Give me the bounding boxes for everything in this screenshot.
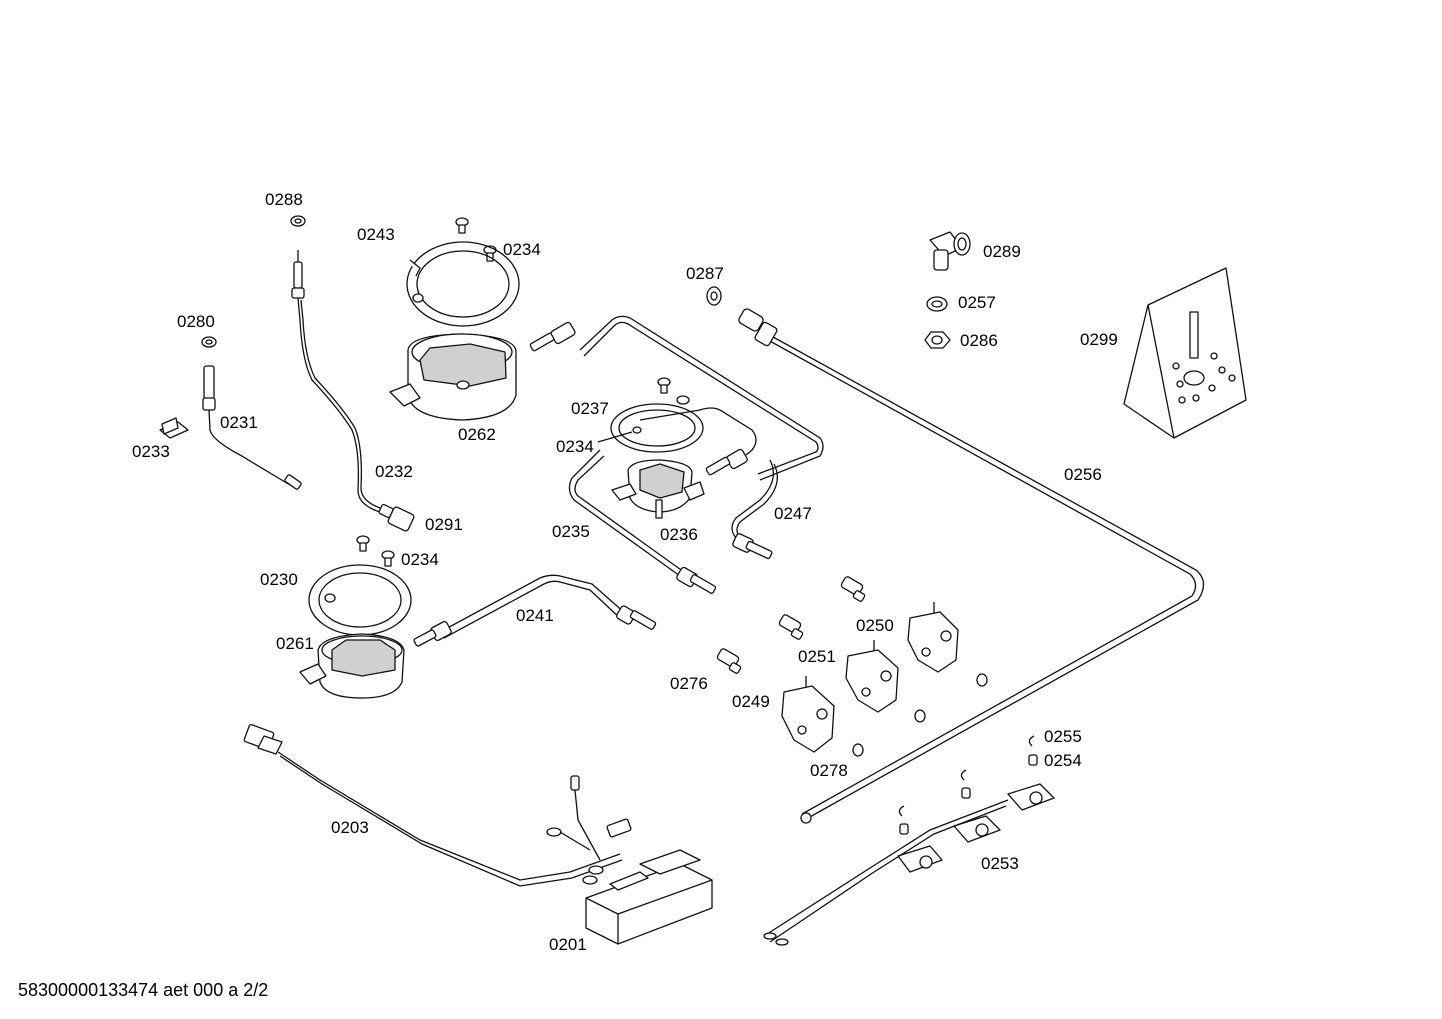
label-0232: 0232 [375, 462, 413, 481]
label-0256: 0256 [1064, 465, 1102, 484]
thermocouple-0232 [290, 215, 415, 532]
spark-module-0201 [585, 849, 713, 945]
label-0255: 0255 [1044, 727, 1082, 746]
gas-valve-b [845, 640, 899, 713]
gas-valve-0249 [781, 676, 835, 753]
label-0231: 0231 [220, 413, 258, 432]
washer-0287 [706, 286, 722, 306]
label-0288: 0288 [265, 190, 303, 209]
label-0280: 0280 [177, 312, 215, 331]
main-pipe-0256 [738, 308, 1205, 824]
label-0254: 0254 [1044, 751, 1082, 770]
parts-kit-bag-0299 [1123, 267, 1247, 439]
label-0249: 0249 [732, 692, 770, 711]
nut-0286 [924, 331, 951, 349]
label-0287: 0287 [686, 264, 724, 283]
nozzle-0250 [840, 576, 866, 602]
nozzle-0276 [716, 648, 742, 674]
label-0234: 0234 [556, 437, 594, 456]
clip-0233 [159, 417, 189, 439]
springs-0254 [899, 754, 1038, 835]
label-0234: 0234 [503, 240, 541, 259]
label-0289: 0289 [983, 242, 1021, 261]
gas-pipe-0247 [731, 459, 778, 560]
burner-0261 [299, 535, 412, 699]
label-0286: 0286 [960, 331, 998, 350]
label-0299: 0299 [1080, 330, 1118, 349]
burner-0236 [610, 377, 705, 519]
ignition-switch-0253 [763, 783, 1055, 946]
clips-0255 [898, 735, 1035, 817]
seal-0278 [852, 673, 988, 757]
burner-0262 [389, 217, 520, 421]
label-0237: 0237 [571, 399, 609, 418]
label-0253: 0253 [981, 854, 1019, 873]
label-0230: 0230 [260, 570, 298, 589]
label-0257: 0257 [958, 293, 996, 312]
label-0291: 0291 [425, 515, 463, 534]
label-0251: 0251 [798, 647, 836, 666]
leader-lines [597, 431, 633, 443]
label-0233: 0233 [132, 442, 170, 461]
label-0247: 0247 [774, 504, 812, 523]
label-0236: 0236 [660, 525, 698, 544]
label-0241: 0241 [516, 606, 554, 625]
thermocouple-0231 [201, 336, 302, 490]
washer-0257 [926, 296, 948, 312]
label-0235: 0235 [552, 522, 590, 541]
label-0276: 0276 [670, 674, 708, 693]
wiring-harness-0203 [243, 724, 632, 887]
gas-pipe-0235 [529, 315, 824, 594]
label-0201: 0201 [549, 935, 587, 954]
label-0234: 0234 [401, 550, 439, 569]
part-labels: 0288 0243 0234 0280 0231 0233 0262 0232 … [132, 190, 1118, 954]
label-0261: 0261 [276, 634, 314, 653]
elbow-0289 [929, 231, 971, 271]
document-id: 58300000133474 aet 000 a 2/2 [18, 980, 269, 1000]
gas-valve-a [907, 602, 959, 673]
label-0203: 0203 [331, 818, 369, 837]
nozzle-0251 [778, 614, 804, 640]
label-0243: 0243 [357, 225, 395, 244]
label-0262: 0262 [458, 425, 496, 444]
label-0278: 0278 [810, 761, 848, 780]
gas-pipe-0241 [413, 574, 657, 647]
label-0250: 0250 [856, 616, 894, 635]
